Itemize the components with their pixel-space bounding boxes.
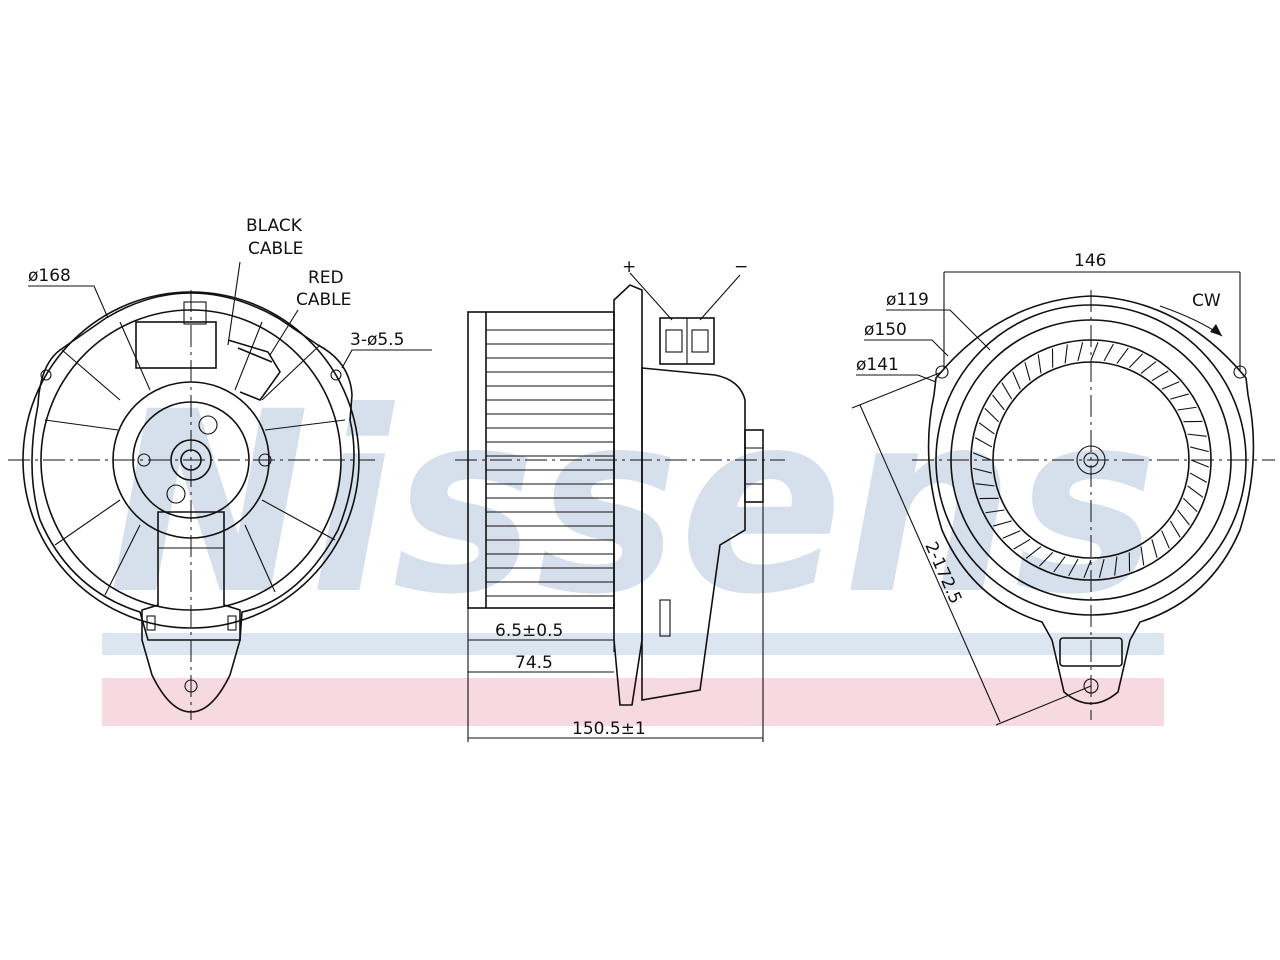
blade-mark (1169, 520, 1181, 538)
blade-mark (1025, 546, 1042, 559)
blade-mark (973, 467, 992, 474)
black-cable-label-1: BLACK (246, 216, 303, 236)
blade-mark (1187, 485, 1204, 498)
d150-label: ø150 (864, 320, 907, 340)
blade-mark (985, 509, 1005, 514)
blade-mark (1140, 361, 1157, 374)
blade-mark (1177, 509, 1190, 526)
blade-mark (1090, 342, 1099, 361)
blade-mark (1002, 530, 1021, 539)
blade-mark (1190, 446, 1209, 453)
blade-mark (1170, 393, 1189, 400)
plus-terminal-label: + (622, 257, 636, 277)
red-cable-label-2: CABLE (296, 290, 351, 310)
blade-mark (1128, 353, 1144, 368)
blade-mark (1024, 362, 1031, 381)
wheel-width-dimension: 74.5 (515, 653, 553, 673)
blade-mark (1151, 539, 1158, 558)
blade-mark (992, 394, 1005, 411)
blade-mark (1177, 406, 1197, 411)
blade-mark (1187, 433, 1207, 437)
minus-terminal-label: − (734, 257, 748, 277)
blade-mark (978, 422, 995, 435)
offset-dimension: 6.5±0.5 (495, 621, 563, 641)
blade-mark (1053, 556, 1066, 573)
blade-mark (984, 407, 999, 423)
watermark-band-blue (102, 633, 1164, 655)
overall-width-dimension: 150.5±1 (572, 719, 646, 739)
blade-mark (1161, 530, 1170, 549)
blade-mark (1001, 382, 1013, 400)
rotation-label: CW (1192, 291, 1221, 311)
front-view: ø168 BLACK CABLE RED CABLE 3-ø5.5 (8, 216, 432, 720)
front-diameter-label: ø168 (28, 266, 71, 286)
back-view: 146 CW ø119 ø150 ø141 2-172.5 (851, 251, 1275, 726)
blade-mark (974, 437, 993, 448)
red-cable-label-1: RED (308, 268, 344, 288)
watermark-logo: Nissens (108, 358, 1158, 649)
side-view: + − 6.5±0.5 74.5 150.5±1 (455, 257, 785, 742)
d141-label: ø141 (856, 355, 899, 375)
blade-mark (1190, 459, 1209, 468)
black-cable-label-2: CABLE (248, 239, 303, 259)
blade-mark (993, 520, 1012, 527)
blade-mark (1098, 559, 1105, 578)
blade-mark (1013, 538, 1031, 550)
blade-mark (1068, 558, 1079, 577)
blade-mark (1140, 546, 1145, 566)
back-width-dimension: 146 (1074, 251, 1106, 271)
blade-mark (1012, 371, 1021, 390)
blade-mark (975, 483, 995, 487)
blade-mark (1077, 342, 1084, 361)
blade-mark (1151, 370, 1169, 382)
holes-label: 3-ø5.5 (350, 330, 404, 350)
blade-mark (1183, 497, 1198, 513)
blade-mark (1083, 559, 1092, 578)
blade-mark (1064, 344, 1068, 364)
blade-mark (1038, 552, 1054, 567)
d119-label: ø119 (886, 290, 929, 310)
blade-mark (1103, 343, 1114, 362)
blade-mark (1161, 381, 1180, 390)
blade-mark (1189, 472, 1208, 483)
blade-mark (1114, 556, 1118, 576)
blade-mark (1037, 354, 1042, 374)
blade-mark (1116, 347, 1129, 364)
blade-mark (973, 452, 992, 461)
